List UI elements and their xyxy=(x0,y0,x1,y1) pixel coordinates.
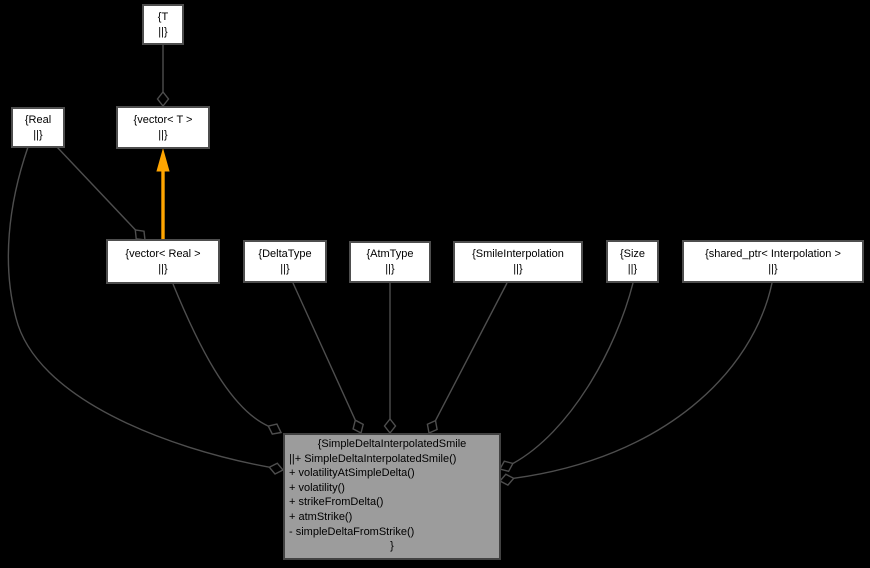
edge-t-to-vector-t xyxy=(156,44,170,108)
edge-deltatype-to-central xyxy=(292,282,365,435)
aggregation-diamond-icon xyxy=(352,419,365,435)
edge-real-to-central xyxy=(7,146,285,475)
node-label: {vector< Real > xyxy=(125,247,201,260)
node-members: ||} xyxy=(158,25,168,38)
node-members: ||} xyxy=(627,262,638,275)
edge-real-to-vector-real xyxy=(56,146,146,241)
node-label: {SmileInterpolation xyxy=(472,248,564,260)
central-member-row: + volatility() xyxy=(289,481,345,494)
edge-sharedptr-to-central xyxy=(498,282,773,486)
node-label: {Size xyxy=(619,247,646,260)
node-label: {T xyxy=(157,10,169,23)
edge-atmtype-to-central xyxy=(383,283,397,435)
aggregation-diamond-icon xyxy=(498,473,515,486)
central-member-row: ||+ SimpleDeltaInterpolatedSmile() xyxy=(289,452,457,465)
node-label: {DeltaType xyxy=(258,247,312,260)
node-label: {shared_ptr< Interpolation > xyxy=(705,247,841,260)
node-label: {vector< T > xyxy=(133,113,193,126)
node-simpledeltainterpolatedsmile: {SimpleDeltaInterpolatedSmile ||+ Simple… xyxy=(283,433,501,560)
edge-vector-real-to-central xyxy=(172,283,283,435)
aggregation-diamond-icon xyxy=(156,90,170,108)
aggregation-diamond-icon xyxy=(268,462,285,475)
central-member-row: + atmStrike() xyxy=(289,510,353,523)
central-member-row: + volatilityAtSimpleDelta() xyxy=(289,467,415,480)
aggregation-diamond-icon xyxy=(426,419,438,434)
node-members: ||} xyxy=(513,263,523,275)
node-shared-ptr-interpolation[interactable]: {shared_ptr< Interpolation > ||} xyxy=(682,240,864,283)
central-member-row: + strikeFromDelta() xyxy=(289,496,384,509)
node-members: ||} xyxy=(158,128,168,141)
node-members: ||} xyxy=(33,128,43,141)
node-members: ||} xyxy=(385,263,395,275)
aggregation-diamond-icon xyxy=(383,417,397,435)
central-member-row: - simpleDeltaFromStrike() xyxy=(289,525,415,538)
edge-size-to-central xyxy=(498,282,634,473)
node-atmtype[interactable]: {AtmType ||} xyxy=(349,241,431,283)
node-deltatype[interactable]: {DeltaType ||} xyxy=(243,240,327,283)
aggregation-diamond-icon xyxy=(267,423,283,435)
node-members: ||} xyxy=(158,262,168,275)
arrowhead-icon xyxy=(156,148,170,172)
aggregation-diamond-icon xyxy=(498,460,514,473)
node-size[interactable]: {Size ||} xyxy=(606,240,659,283)
node-vector-real[interactable]: {vector< Real > ||} xyxy=(106,239,220,284)
node-members: ||} xyxy=(768,262,778,275)
central-closing-brace: } xyxy=(390,540,394,553)
node-t[interactable]: {T ||} xyxy=(142,4,184,45)
node-real[interactable]: {Real ||} xyxy=(11,107,65,148)
central-class-name: {SimpleDeltaInterpolatedSmile xyxy=(317,438,467,450)
template-instantiation-arrow xyxy=(156,148,170,239)
node-label: {Real xyxy=(24,113,52,126)
edge-smileinterpolation-to-central xyxy=(426,282,508,434)
node-smileinterpolation[interactable]: {SmileInterpolation ||} xyxy=(453,241,583,283)
node-label: {AtmType xyxy=(366,248,414,260)
node-members: ||} xyxy=(280,262,290,275)
node-vector-t[interactable]: {vector< T > ||} xyxy=(116,106,210,149)
